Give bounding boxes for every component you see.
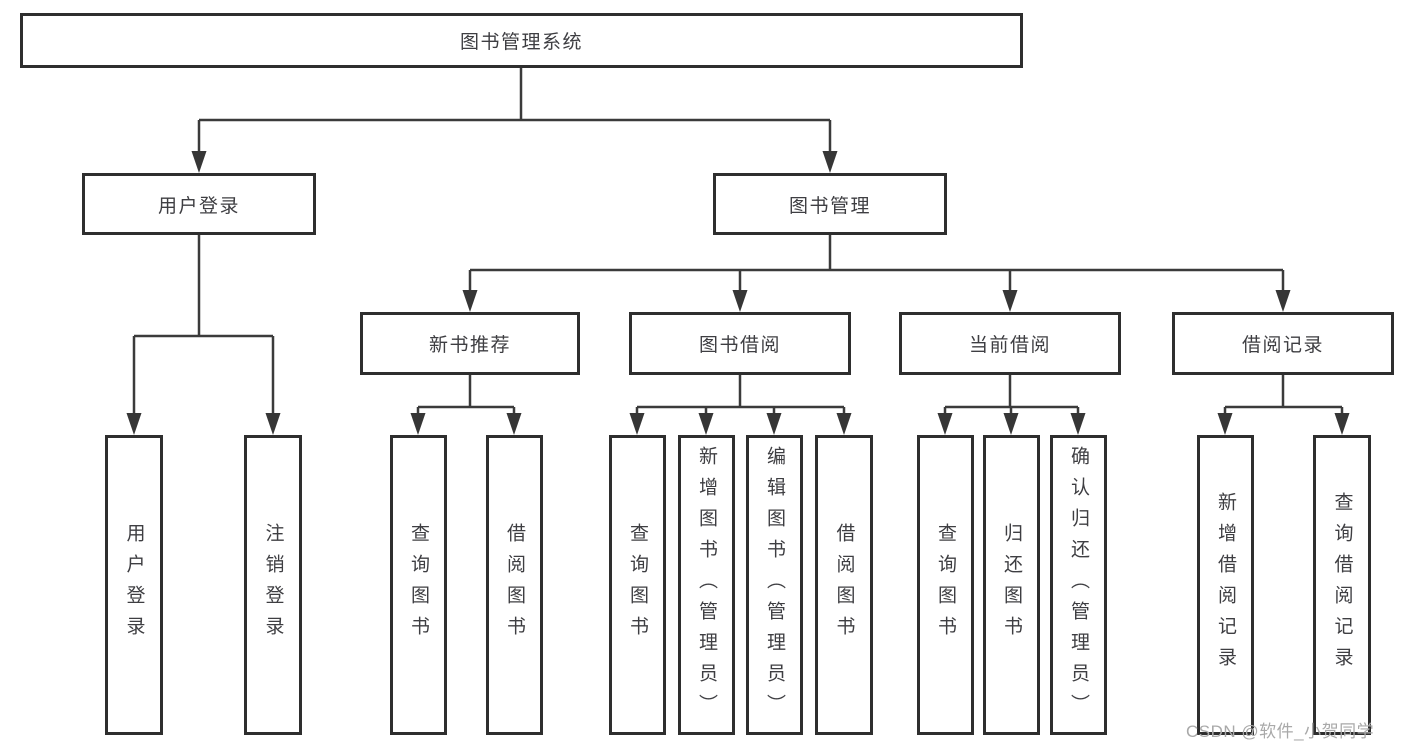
leaf-recommend-query-books: 查询图书 [390, 435, 447, 735]
arrowhead-userlogin [126, 413, 142, 435]
leaf-add-borrow-record: 新增借阅记录 [1197, 435, 1254, 735]
leaf-logout-label: 注销登录 [262, 523, 284, 647]
leaf-add-books-admin-label: 新增图书（管理员） [696, 445, 717, 725]
arrowhead-bookmgmt [822, 151, 838, 173]
leaf-borrowing-borrow-books-label: 借阅图书 [833, 523, 855, 647]
node-book-management-module: 图书管理 [713, 173, 947, 235]
arrowhead-rec-leaf1 [410, 413, 426, 435]
node-current-borrowing-label: 当前借阅 [968, 335, 1051, 356]
node-borrowing-records-label: 借阅记录 [1241, 335, 1324, 356]
node-current-borrowing: 当前借阅 [899, 312, 1121, 375]
node-book-management-module-label: 图书管理 [788, 195, 871, 217]
node-user-login-module-label: 用户登录 [157, 195, 240, 217]
leaf-logout: 注销登录 [244, 435, 302, 735]
arrowhead-recd-leaf2 [1334, 413, 1350, 435]
leaf-recommend-borrow-books: 借阅图书 [486, 435, 543, 735]
arrowhead-records [1275, 290, 1291, 312]
leaf-query-borrow-record-label: 查询借阅记录 [1331, 492, 1353, 678]
node-root: 图书管理系统 [20, 13, 1023, 68]
leaf-confirm-return-admin-label: 确认归还（管理员） [1068, 445, 1089, 725]
leaf-recommend-borrow-books-label: 借阅图书 [504, 523, 525, 647]
arrowhead-bor-leaf3 [766, 413, 782, 435]
arrowhead-bor-leaf1 [629, 413, 645, 435]
node-new-book-recommend: 新书推荐 [360, 312, 580, 375]
leaf-user-login: 用户登录 [105, 435, 163, 735]
node-book-borrowing-label: 图书借阅 [698, 335, 781, 356]
leaf-borrowing-query-books: 查询图书 [609, 435, 666, 735]
arrowhead-cur-leaf3 [1070, 413, 1086, 435]
leaf-return-books-label: 归还图书 [1001, 523, 1022, 647]
arrowhead-cur-leaf1 [937, 413, 953, 435]
leaf-recommend-query-books-label: 查询图书 [408, 523, 429, 647]
arrowhead-login [191, 151, 207, 173]
leaf-add-borrow-record-label: 新增借阅记录 [1215, 492, 1236, 678]
arrowhead-logout [265, 413, 281, 435]
node-borrowing-records: 借阅记录 [1172, 312, 1394, 375]
arrowhead-recommend [462, 290, 478, 312]
node-new-book-recommend-label: 新书推荐 [428, 335, 511, 356]
leaf-edit-books-admin: 编辑图书（管理员） [746, 435, 803, 735]
leaf-borrowing-borrow-books: 借阅图书 [815, 435, 873, 735]
arrowhead-cur-leaf2 [1003, 413, 1019, 435]
leaf-current-query-books: 查询图书 [917, 435, 974, 735]
leaf-return-books: 归还图书 [983, 435, 1040, 735]
arrowhead-current [1002, 290, 1018, 312]
leaf-user-login-label: 用户登录 [123, 523, 145, 647]
node-book-borrowing: 图书借阅 [629, 312, 851, 375]
leaf-add-books-admin: 新增图书（管理员） [678, 435, 735, 735]
arrowhead-bor-leaf4 [836, 413, 852, 435]
node-root-label: 图书管理系统 [459, 32, 583, 53]
arrowhead-bor-leaf2 [698, 413, 714, 435]
arrowhead-rec-leaf2 [506, 413, 522, 435]
leaf-borrowing-query-books-label: 查询图书 [627, 523, 648, 647]
leaf-query-borrow-record: 查询借阅记录 [1313, 435, 1371, 735]
csdn-watermark: CSDN @软件_小贺同学 [1186, 722, 1375, 741]
node-user-login-module: 用户登录 [82, 173, 316, 235]
leaf-current-query-books-label: 查询图书 [935, 523, 956, 647]
leaf-confirm-return-admin: 确认归还（管理员） [1050, 435, 1107, 735]
leaf-edit-books-admin-label: 编辑图书（管理员） [764, 445, 785, 725]
arrowhead-borrow [732, 290, 748, 312]
arrowhead-recd-leaf1 [1217, 413, 1233, 435]
